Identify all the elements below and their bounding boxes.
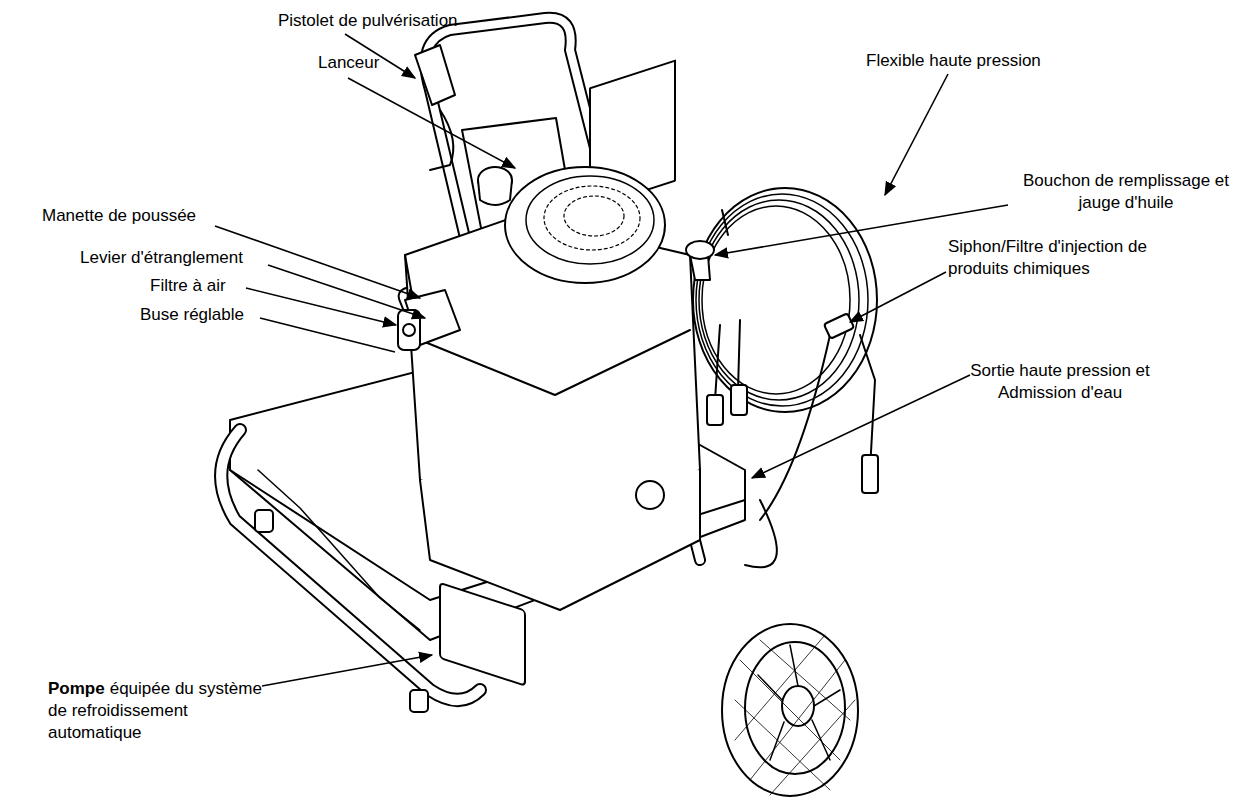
part-label: Sortie haute pression et Admission d'eau	[970, 361, 1150, 402]
label-box: Levier d'étranglement	[80, 247, 270, 269]
part-label: Lanceur	[318, 53, 379, 72]
label-box: Bouchon de remplissage et jauge d'huile	[1012, 170, 1240, 214]
part-label: Manette de poussée	[42, 206, 196, 225]
label-box: Sortie haute pression et Admission d'eau	[970, 360, 1150, 404]
label-box: Filtre à air	[150, 275, 260, 297]
part-label: Siphon/Filtre d'injection de produits ch…	[948, 237, 1147, 278]
part-label: Pistolet de pulvérisation	[278, 11, 458, 30]
part-label: Buse réglable	[140, 305, 244, 324]
label-box: Buse réglable	[140, 304, 260, 326]
part-label: Pompe	[48, 679, 105, 698]
label-box: Manette de poussée	[42, 205, 217, 227]
leader-lines	[215, 34, 1008, 686]
pump-label: Pompeéquipée du système de refroidisseme…	[48, 678, 263, 744]
part-label: Filtre à air	[150, 276, 226, 295]
label-box: Flexible haute pression	[866, 50, 1086, 72]
part-label: Bouchon de remplissage et jauge d'huile	[1023, 171, 1229, 212]
label-box: Lanceur	[318, 52, 418, 74]
label-box: Siphon/Filtre d'injection de produits ch…	[948, 236, 1180, 280]
part-label: Levier d'étranglement	[80, 248, 243, 267]
part-label: Flexible haute pression	[866, 51, 1041, 70]
label-box: Pistolet de pulvérisation	[278, 10, 508, 32]
leader-line	[260, 318, 395, 352]
